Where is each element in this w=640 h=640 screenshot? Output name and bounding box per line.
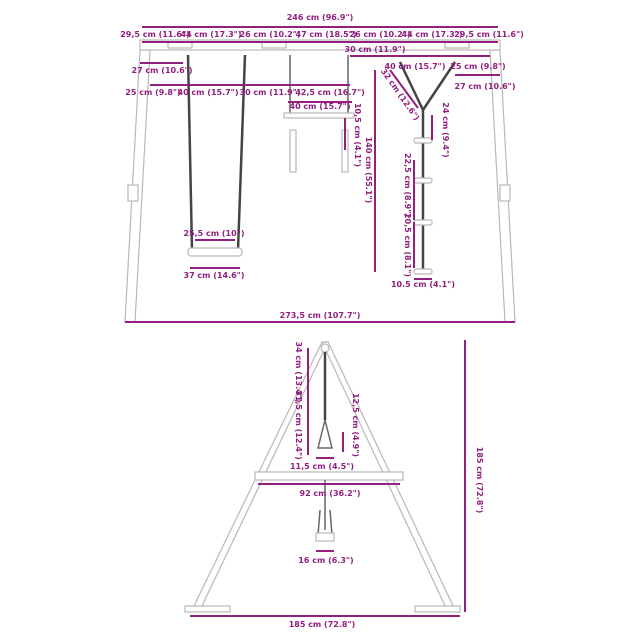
left-offset-label: 27 cm (10.6") xyxy=(132,66,193,75)
trapeze-handle xyxy=(289,129,297,173)
segment-label: 29,5 cm (11.6") xyxy=(454,30,524,39)
ladder-gap-label: 22,5 cm (8.9") xyxy=(403,153,412,217)
ladder-rung-label: 10.5 cm (4.1") xyxy=(391,280,455,289)
swing-seat xyxy=(187,247,243,257)
hook-spacing-label: 30 cm (11.9") xyxy=(240,88,301,97)
side-base-label: 185 cm (72.8") xyxy=(289,620,356,629)
segment-label: 26 cm (10.2") xyxy=(240,30,301,39)
side-seat xyxy=(315,532,335,542)
trapeze-bar xyxy=(283,112,355,119)
rope-upper-label: 34 cm (13.4") xyxy=(294,342,303,403)
ladder-top-spacing-label: 30 cm (11.9") xyxy=(345,45,406,54)
seat-inner-label: 25,5 cm (10") xyxy=(184,229,245,238)
front-frame xyxy=(124,39,516,323)
foot xyxy=(184,605,231,613)
segment-label: 26 cm (10.2") xyxy=(350,30,411,39)
crossbar-width-label: 92 cm (36.2") xyxy=(300,489,361,498)
seat-width-label: 37 cm (14.6") xyxy=(184,271,245,280)
side-frame xyxy=(184,341,461,613)
rope-ladder xyxy=(398,61,457,275)
trapeze-width-label: 40 cm (15.7") xyxy=(290,102,351,111)
side-crossbar xyxy=(254,471,404,481)
trapeze-handle-label: 10,5 cm (4.1") xyxy=(353,103,362,167)
ladder-hook-width-label: 40 cm (15.7") xyxy=(385,62,446,71)
right-offset-label: 25 cm (9.8") xyxy=(450,62,505,71)
swing xyxy=(186,54,247,257)
leg-joint xyxy=(127,184,139,202)
side-handle xyxy=(317,419,333,449)
segment-label: 44 cm (17.3") xyxy=(181,30,242,39)
top-beam xyxy=(139,39,501,51)
hook-spacing-label: 25 cm (9.8") xyxy=(125,88,180,97)
side-height-label: 185 cm (72.8") xyxy=(475,447,484,514)
segment-label: 47 cm (18.5") xyxy=(296,30,357,39)
right-offset-label: 27 cm (10.6") xyxy=(455,82,516,91)
segment-label: 44 cm (17.3") xyxy=(402,30,463,39)
hook-spacing-label: 40 cm (15.7") xyxy=(178,88,239,97)
segment-label: 29,5 cm (11.6") xyxy=(120,30,190,39)
base-width-label: 273,5 cm (107.7") xyxy=(280,311,361,320)
seat-width-label: 16 cm (6.3") xyxy=(298,556,353,565)
trapeze xyxy=(283,55,355,173)
total-width-label: 246 cm (96.9") xyxy=(287,13,354,22)
height-label: 140 cm (55.1") xyxy=(364,137,373,204)
ladder-gap-label: 24 cm (9.4") xyxy=(441,102,450,157)
ladder-gap-label: 20,5 cm (8.1") xyxy=(403,213,412,277)
foot xyxy=(414,605,461,613)
handle-width-label: 11,5 cm (4.5") xyxy=(290,462,354,471)
hook-spacing-label: 42,5 cm (16.7") xyxy=(295,88,365,97)
front-dimension-lines xyxy=(125,26,515,323)
leg-joint xyxy=(499,184,511,202)
side-dimension-lines xyxy=(190,340,466,617)
rope-lower-label: 31,5 cm (12.4") xyxy=(294,390,303,460)
handle-height-label: 12,5 cm (4.9") xyxy=(351,393,360,457)
